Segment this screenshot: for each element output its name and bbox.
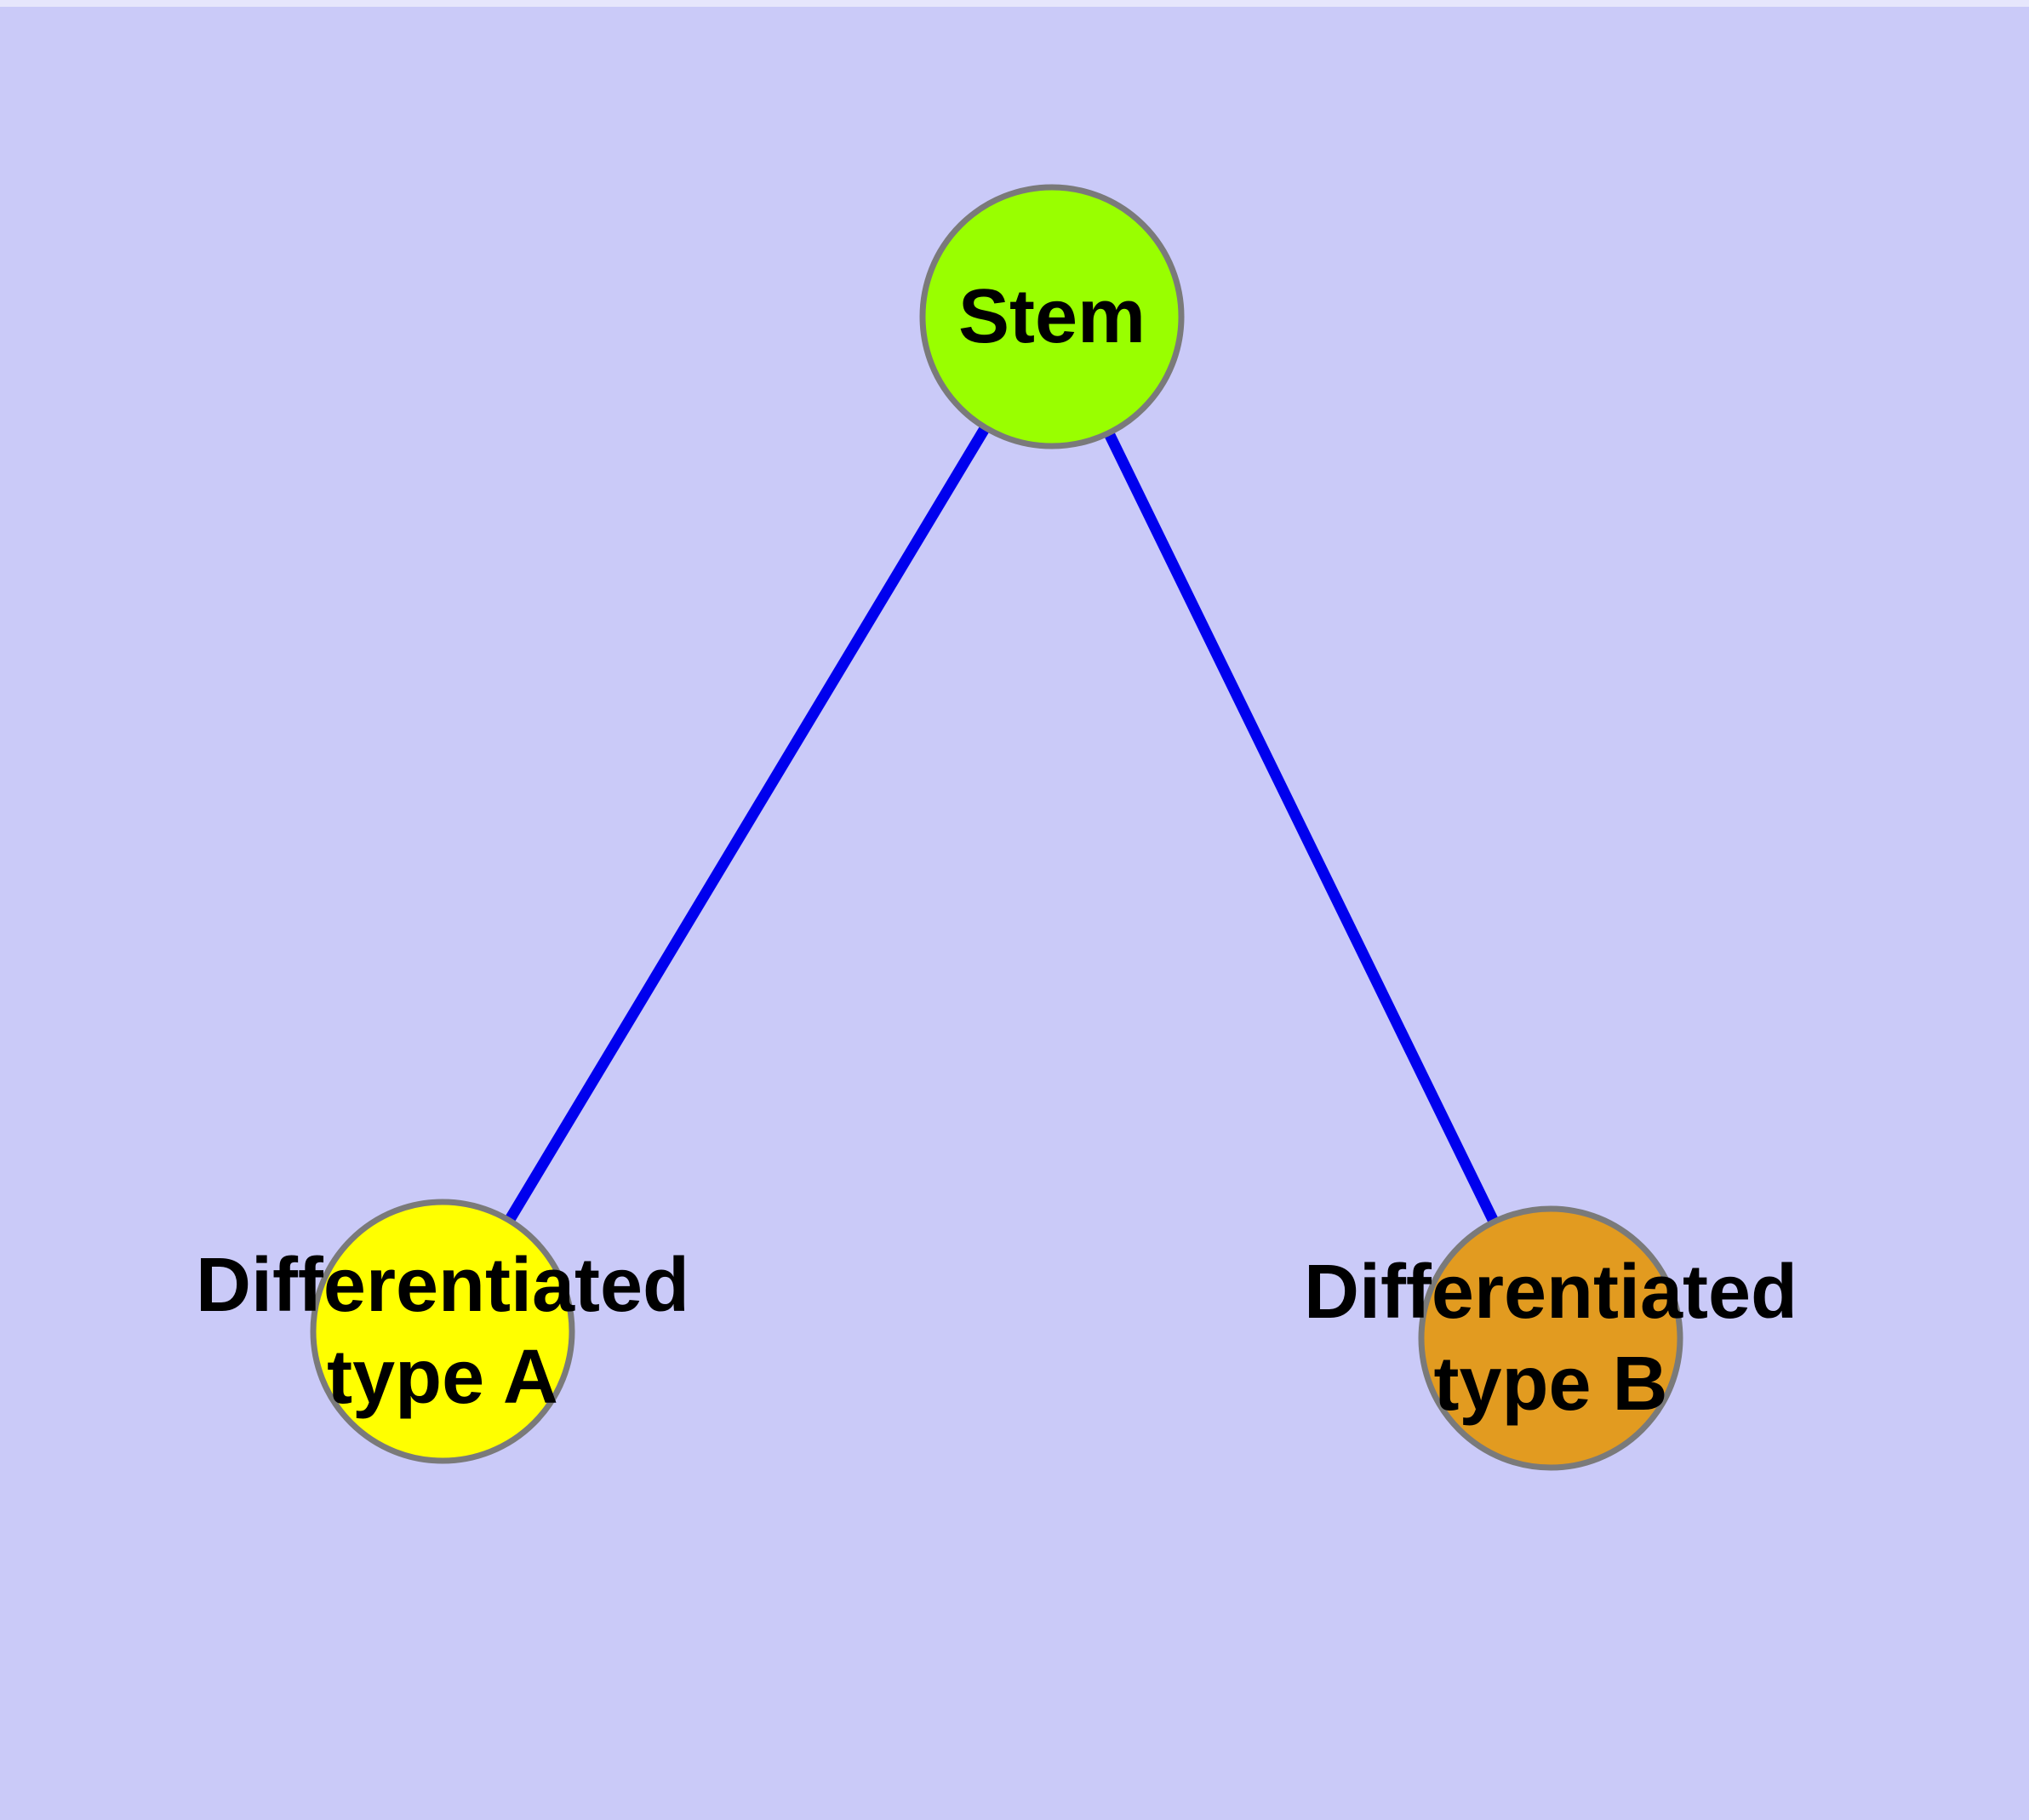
node-label-stem-line1: Stem — [958, 274, 1146, 359]
edge-stem-to-diff-b — [1047, 314, 1556, 1341]
node-label-diff-b-line1: Differentiated — [1304, 1250, 1798, 1335]
node-stem[interactable]: Stem — [919, 184, 1185, 449]
node-circle-diff-a[interactable] — [310, 1199, 575, 1464]
node-circle-stem[interactable] — [919, 184, 1185, 449]
node-circle-diff-b[interactable] — [1418, 1205, 1683, 1471]
edge-stem-to-diff-a — [437, 313, 1057, 1335]
node-label-diff-a-line2: type A — [327, 1335, 558, 1420]
node-label-diff-a-line1: Differentiated — [196, 1243, 689, 1328]
node-label-diff-b-line2: type B — [1433, 1342, 1667, 1427]
